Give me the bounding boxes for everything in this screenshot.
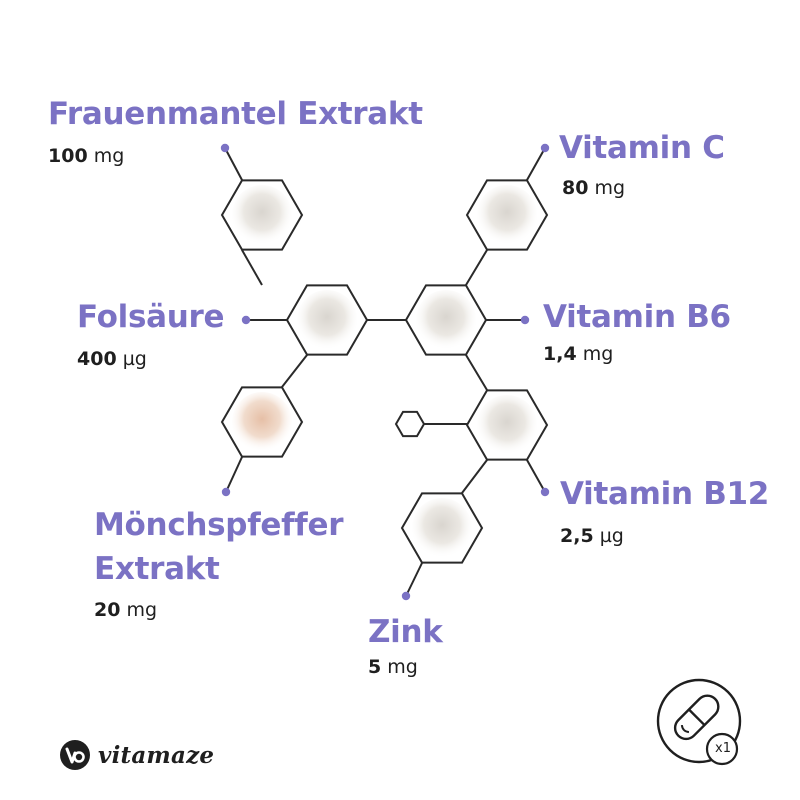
ingredient-name-frauenmantel: Frauenmantel Extrakt [48, 96, 423, 132]
ingredient-name-folsaeure: Folsäure [77, 299, 225, 335]
bond-line [224, 147, 243, 181]
bond-line [465, 354, 488, 391]
powder-image [297, 290, 357, 350]
connector-dot [540, 487, 550, 497]
ingredient-name-moenchspfeffer-line2: Extrakt [94, 551, 220, 587]
bond-line [241, 249, 263, 286]
hex-vitamin-b6 [404, 284, 488, 356]
hex-vitamin-c [465, 179, 549, 251]
connector-dot [540, 143, 550, 153]
powder-image [477, 185, 537, 245]
powder-image [232, 185, 292, 245]
ingredient-name-vitamin-b12: Vitamin B12 [560, 476, 770, 512]
connector-dot [401, 591, 411, 601]
ingredient-dose-folsaeure: 400 µg [77, 348, 147, 370]
brand-name: vitamaze [98, 741, 215, 769]
bond-line [281, 354, 308, 388]
bond-line [526, 459, 546, 493]
hex-folsaeure [285, 284, 369, 356]
bond-line [225, 456, 243, 493]
bond-line [465, 249, 488, 286]
vitamaze-logo-icon [60, 740, 90, 770]
powder-image [477, 395, 537, 455]
hex-zink [400, 492, 484, 564]
ingredient-name-moenchspfeffer-line1: Mönchspfeffer [94, 507, 344, 543]
brand-logo: vitamaze [58, 738, 214, 772]
powder-image [412, 498, 472, 558]
bond-line [405, 562, 423, 597]
hex-small-side [394, 410, 426, 438]
bond-line [526, 147, 546, 181]
bond-line [461, 459, 488, 494]
ingredient-dose-moenchspfeffer: 20 mg [94, 599, 158, 621]
capsule-count: x1 [715, 741, 731, 756]
hex-frauenmantel [220, 179, 304, 251]
hex-vitamin-b12 [465, 389, 549, 461]
ingredient-name-zink: Zink [368, 614, 443, 650]
hex-moenchspfeffer [220, 386, 304, 458]
connector-dot [241, 315, 251, 325]
connector-dot [520, 315, 530, 325]
connector-dot [221, 487, 231, 497]
capsule-badge [656, 678, 742, 766]
ingredient-name-vitamin-c: Vitamin C [559, 130, 725, 166]
ingredient-dose-zink: 5 mg [368, 656, 418, 678]
ingredient-name-vitamin-b6: Vitamin B6 [543, 299, 731, 335]
powder-image [232, 392, 292, 452]
ingredient-dose-frauenmantel: 100 mg [48, 145, 125, 167]
powder-image [416, 290, 476, 350]
ingredient-dose-vitamin-c: 80 mg [562, 177, 626, 199]
capsule-icon [673, 694, 720, 741]
ingredient-dose-vitamin-b6: 1,4 mg [543, 343, 614, 365]
ingredient-dose-vitamin-b12: 2,5 µg [560, 525, 624, 547]
connector-dot [220, 143, 230, 153]
